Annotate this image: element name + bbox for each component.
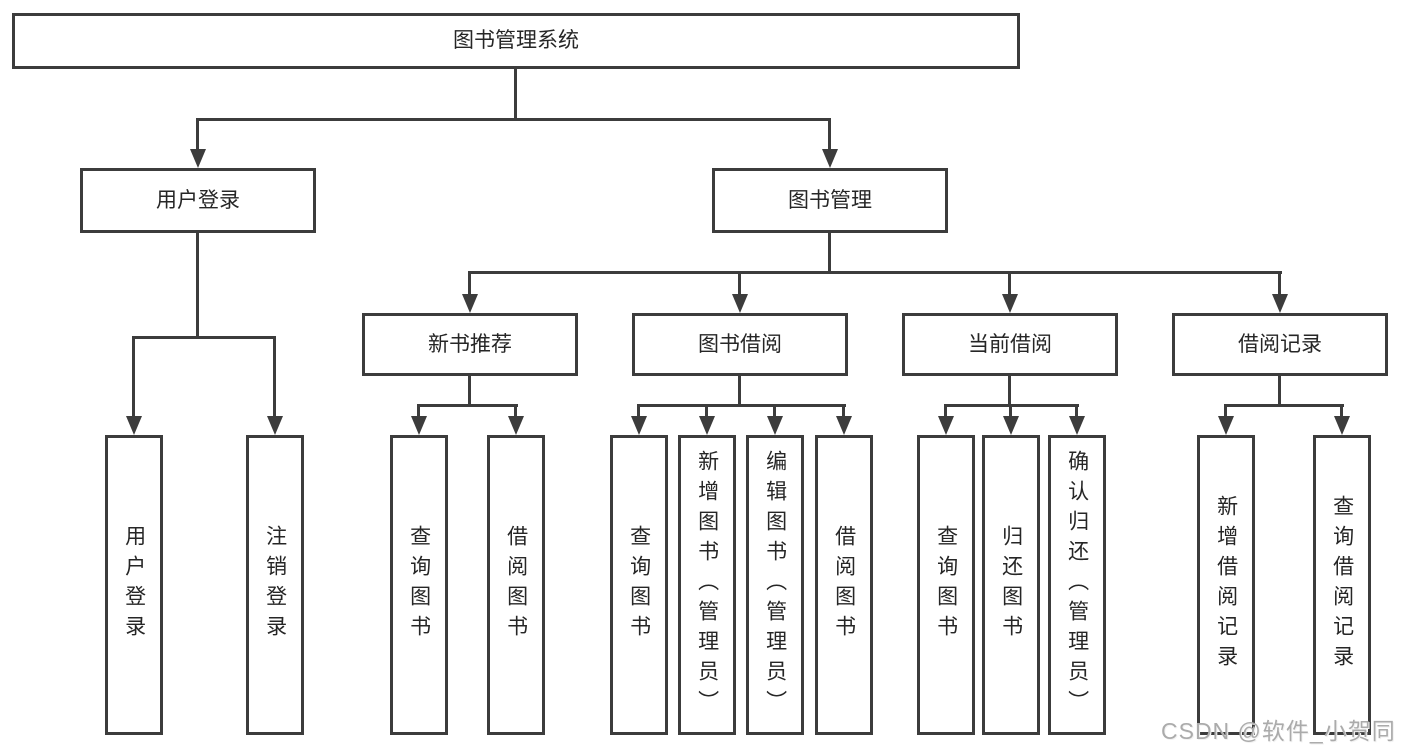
arrowhead-down-icon bbox=[732, 294, 748, 313]
leaf-query-books-2: 查询图书 bbox=[610, 435, 668, 735]
connector-line bbox=[773, 404, 776, 421]
arrowhead-down-icon bbox=[938, 416, 954, 435]
connector-line bbox=[132, 336, 276, 339]
connector-line bbox=[1075, 404, 1078, 421]
node-new-book-recommend: 新书推荐 bbox=[362, 313, 578, 376]
arrowhead-down-icon bbox=[1218, 416, 1234, 435]
connector-line bbox=[637, 404, 640, 421]
connector-line bbox=[1224, 404, 1227, 421]
leaf-logout: 注销登录 bbox=[246, 435, 304, 735]
connector-line bbox=[828, 233, 831, 274]
arrowhead-down-icon bbox=[411, 416, 427, 435]
connector-line bbox=[132, 336, 135, 420]
leaf-add-book-admin: 新增图书（管理员） bbox=[678, 435, 736, 735]
node-user-login: 用户登录 bbox=[80, 168, 316, 233]
arrowhead-down-icon bbox=[1002, 294, 1018, 313]
leaf-query-books-3: 查询图书 bbox=[917, 435, 975, 735]
leaf-user-login: 用户登录 bbox=[105, 435, 163, 735]
connector-line bbox=[417, 404, 420, 421]
connector-line bbox=[738, 271, 741, 300]
arrowhead-down-icon bbox=[462, 294, 478, 313]
connector-line bbox=[468, 376, 471, 407]
connector-line bbox=[273, 336, 276, 420]
connector-line bbox=[842, 404, 845, 421]
leaf-add-borrow-record: 新增借阅记录 bbox=[1197, 435, 1255, 735]
node-current-borrow: 当前借阅 bbox=[902, 313, 1118, 376]
connector-line bbox=[738, 376, 741, 407]
connector-line bbox=[1278, 376, 1281, 407]
node-book-borrow: 图书借阅 bbox=[632, 313, 848, 376]
leaf-query-borrow-record: 查询借阅记录 bbox=[1313, 435, 1371, 735]
connector-line bbox=[1009, 404, 1012, 421]
arrowhead-down-icon bbox=[1003, 416, 1019, 435]
connector-line bbox=[468, 271, 1282, 274]
connector-line bbox=[196, 118, 831, 121]
arrowhead-down-icon bbox=[767, 416, 783, 435]
connector-line bbox=[1224, 404, 1344, 407]
arrowhead-down-icon bbox=[126, 416, 142, 435]
leaf-borrow-books-1: 借阅图书 bbox=[487, 435, 545, 735]
leaf-confirm-return-admin: 确认归还（管理员） bbox=[1048, 435, 1106, 735]
connector-line bbox=[196, 118, 199, 154]
arrowhead-down-icon bbox=[190, 149, 206, 168]
arrowhead-down-icon bbox=[1334, 416, 1350, 435]
connector-line bbox=[637, 404, 846, 407]
connector-line bbox=[196, 233, 199, 339]
leaf-borrow-books-2: 借阅图书 bbox=[815, 435, 873, 735]
connector-line bbox=[705, 404, 708, 421]
connector-line bbox=[514, 404, 517, 421]
arrowhead-down-icon bbox=[1069, 416, 1085, 435]
leaf-return-books: 归还图书 bbox=[982, 435, 1040, 735]
connector-line bbox=[1340, 404, 1343, 421]
arrowhead-down-icon bbox=[267, 416, 283, 435]
connector-line bbox=[468, 271, 471, 300]
arrowhead-down-icon bbox=[699, 416, 715, 435]
csdn-watermark: CSDN @软件_小贺同学 bbox=[1161, 718, 1396, 744]
connector-line bbox=[417, 404, 518, 407]
connector-line bbox=[1008, 271, 1011, 300]
arrowhead-down-icon bbox=[508, 416, 524, 435]
connector-line bbox=[514, 69, 517, 121]
connector-line bbox=[1008, 376, 1011, 407]
leaf-query-books-1: 查询图书 bbox=[390, 435, 448, 735]
connector-line bbox=[828, 118, 831, 154]
connector-line bbox=[944, 404, 947, 421]
node-borrow-records: 借阅记录 bbox=[1172, 313, 1388, 376]
node-root: 图书管理系统 bbox=[12, 13, 1020, 69]
node-book-management: 图书管理 bbox=[712, 168, 948, 233]
arrowhead-down-icon bbox=[1272, 294, 1288, 313]
arrowhead-down-icon bbox=[631, 416, 647, 435]
arrowhead-down-icon bbox=[836, 416, 852, 435]
leaf-edit-book-admin: 编辑图书（管理员） bbox=[746, 435, 804, 735]
arrowhead-down-icon bbox=[822, 149, 838, 168]
connector-line bbox=[1278, 271, 1281, 300]
